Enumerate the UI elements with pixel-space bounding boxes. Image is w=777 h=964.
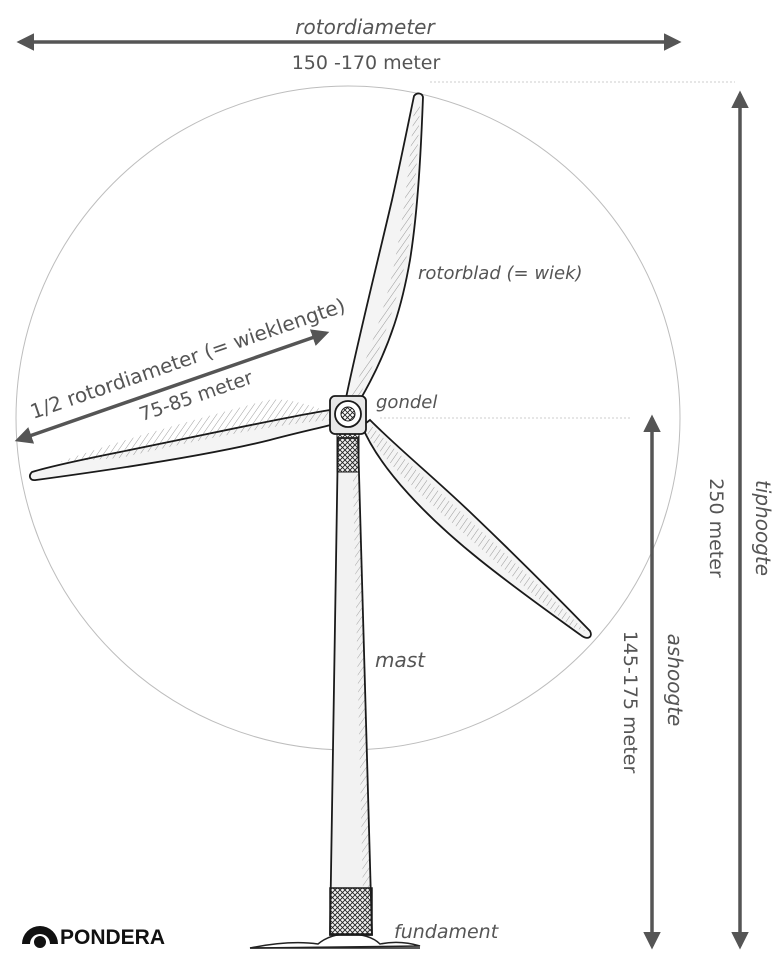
rotordiameter-title: rotordiameter	[295, 15, 436, 39]
tiphoogte-title: tiphoogte	[751, 480, 775, 576]
ashoogte-value: 145-175 meter	[619, 631, 641, 774]
gondel-label: gondel	[376, 392, 437, 413]
ashoogte-title: ashoogte	[663, 634, 687, 727]
mast-label: mast	[375, 648, 426, 672]
pondera-logo: PONDERA	[22, 926, 165, 949]
rotorblad-label: rotorblad (= wiek)	[418, 263, 583, 284]
rotorblad-blades	[29, 92, 592, 639]
pondera-logo-icon	[22, 926, 58, 948]
fundament-base	[329, 887, 373, 935]
fundament-label: fundament	[394, 921, 500, 943]
rotordiameter-value: 150 -170 meter	[292, 52, 441, 74]
half-rotordiameter-arrow	[14, 329, 330, 444]
tiphoogte-value: 250 meter	[705, 478, 727, 578]
pondera-logo-text: PONDERA	[60, 926, 165, 949]
mast-tower	[329, 429, 373, 936]
gondel-nacelle	[329, 395, 367, 435]
